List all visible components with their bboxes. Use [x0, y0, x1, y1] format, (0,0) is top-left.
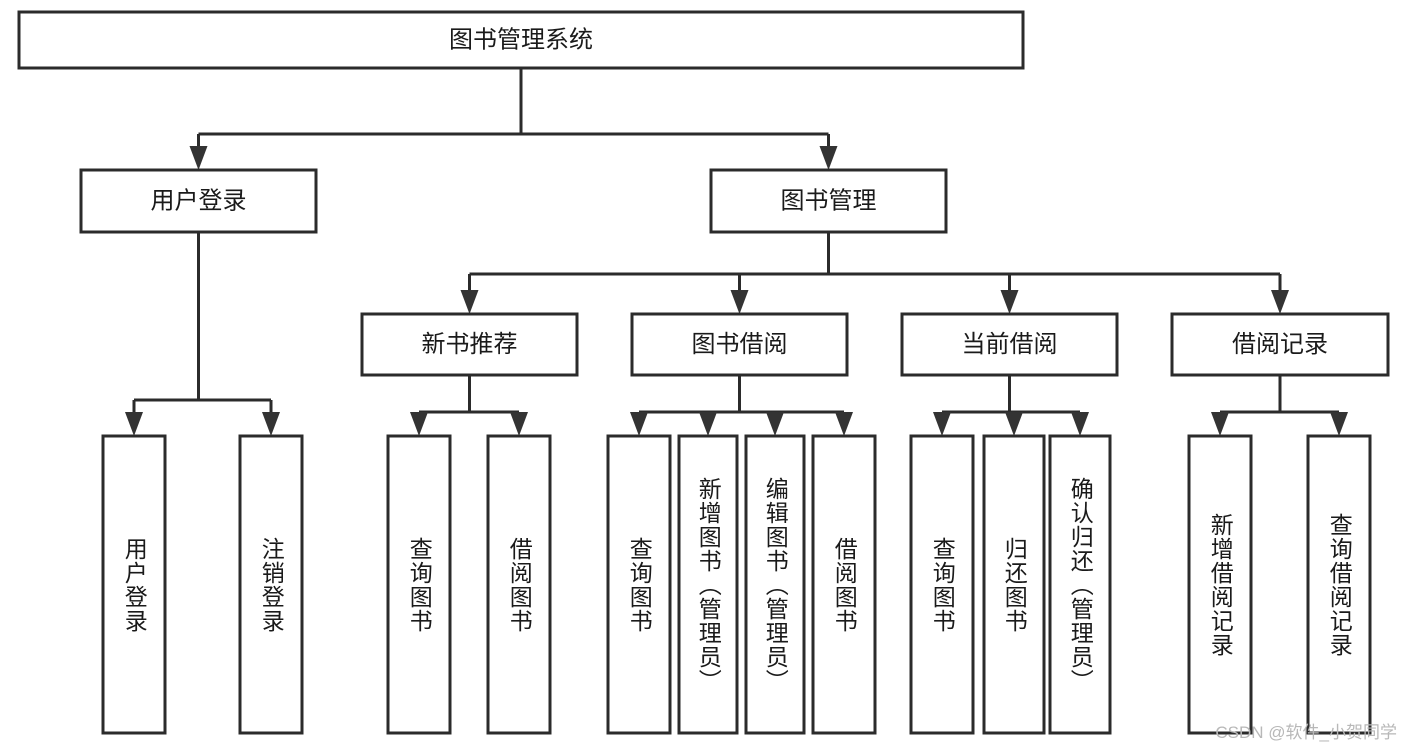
arrow-head-icon	[819, 146, 838, 170]
leaf-node-box-5[interactable]	[677, 434, 739, 735]
level3-node-box-3[interactable]	[1170, 312, 1390, 377]
level3-node-label-3: 借阅记录	[1232, 331, 1328, 358]
root-node-box[interactable]	[17, 10, 1025, 70]
level3-node-label-2: 当前借阅	[962, 331, 1058, 358]
level2-node-box-1[interactable]	[709, 168, 948, 234]
level3-node-label-0: 新书推荐	[422, 331, 518, 358]
arrow-head-icon	[835, 412, 853, 436]
arrow-head-icon	[1271, 290, 1289, 314]
arrow-head-icon	[699, 412, 717, 436]
arrow-head-icon	[262, 412, 280, 436]
arrow-head-icon	[410, 412, 428, 436]
arrow-head-icon	[933, 412, 951, 436]
arrow-head-icon	[730, 290, 749, 314]
leaf-node-box-8[interactable]	[909, 434, 975, 735]
arrow-head-icon	[766, 412, 784, 436]
arrow-head-icon	[1211, 412, 1229, 436]
arrow-head-icon	[1330, 412, 1348, 436]
leaf-node-box-11[interactable]	[1187, 434, 1253, 735]
connector-lines	[125, 68, 1348, 436]
arrow-head-icon	[460, 290, 479, 314]
leaf-node-box-4[interactable]	[606, 434, 672, 735]
arrow-head-icon	[1000, 290, 1019, 314]
level2-node-label-0: 用户登录	[151, 187, 247, 214]
leaf-node-box-0[interactable]	[101, 434, 167, 735]
arrow-head-icon	[189, 146, 208, 170]
arrow-head-icon	[125, 412, 143, 436]
leaf-node-box-9[interactable]	[982, 434, 1046, 735]
arrow-head-icon	[1071, 412, 1089, 436]
level2-node-label-1: 图书管理	[781, 187, 877, 214]
leaf-node-box-6[interactable]	[744, 434, 806, 735]
leaf-node-box-12[interactable]	[1306, 434, 1372, 735]
leaf-node-box-7[interactable]	[811, 434, 877, 735]
level3-node-box-0[interactable]	[360, 312, 579, 377]
arrow-head-icon	[510, 412, 528, 436]
arrow-head-icon	[630, 412, 648, 436]
watermark-text: CSDN @软件_小贺同学	[1215, 723, 1397, 742]
level3-node-box-2[interactable]	[900, 312, 1119, 377]
leaf-node-box-1[interactable]	[238, 434, 304, 735]
level3-node-label-1: 图书借阅	[692, 331, 788, 358]
level2-node-box-0[interactable]	[79, 168, 318, 234]
leaf-node-box-2[interactable]	[386, 434, 452, 735]
level3-node-box-1[interactable]	[630, 312, 849, 377]
arrow-head-icon	[1005, 412, 1023, 436]
root-node-label: 图书管理系统	[449, 26, 593, 53]
leaf-node-box-3[interactable]	[486, 434, 552, 735]
leaf-node-box-10[interactable]	[1048, 434, 1112, 735]
